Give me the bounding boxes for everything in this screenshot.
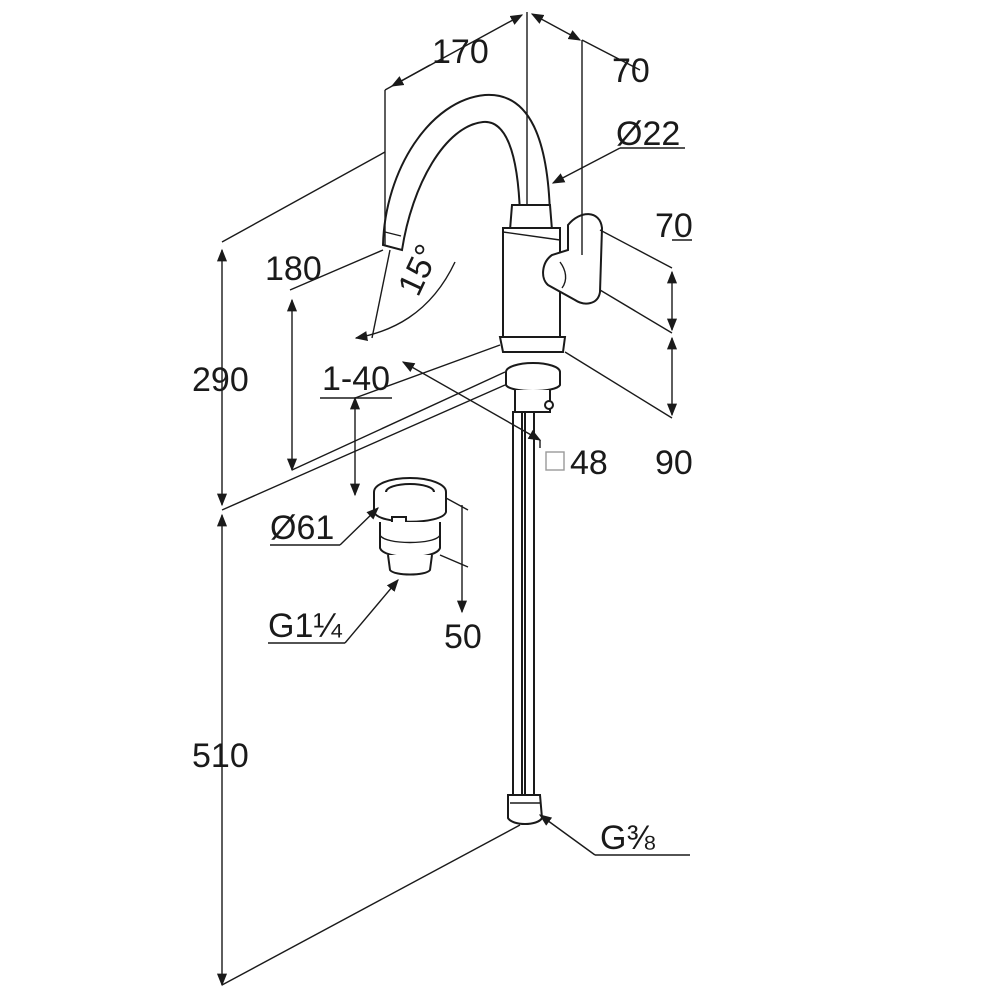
label-hose-length: 510	[192, 737, 249, 775]
label-deck-thickness: 1-40	[322, 360, 390, 398]
label-spout-height-180: 180	[265, 250, 322, 288]
square-symbol-icon	[545, 451, 565, 471]
dimension-lines	[216, 12, 692, 987]
label-hose-thread: G⅜	[600, 819, 655, 857]
label-height-290: 290	[192, 361, 249, 399]
supply-hose	[512, 411, 523, 796]
lever-handle	[542, 213, 604, 305]
label-base-90: 90	[655, 444, 693, 482]
label-waste-height: 50	[444, 618, 482, 656]
label-base-square: 48	[570, 444, 608, 482]
label-handle-70: 70	[655, 207, 693, 245]
base-rosette	[498, 336, 567, 353]
label-spout-diameter: Ø22	[616, 115, 680, 153]
waste-fitting	[373, 477, 447, 576]
label-depth-70-top: 70	[612, 52, 650, 90]
label-width-170: 170	[432, 33, 489, 71]
label-waste-thread: G1¼	[268, 607, 342, 645]
label-waste-diameter: Ø61	[270, 509, 334, 547]
